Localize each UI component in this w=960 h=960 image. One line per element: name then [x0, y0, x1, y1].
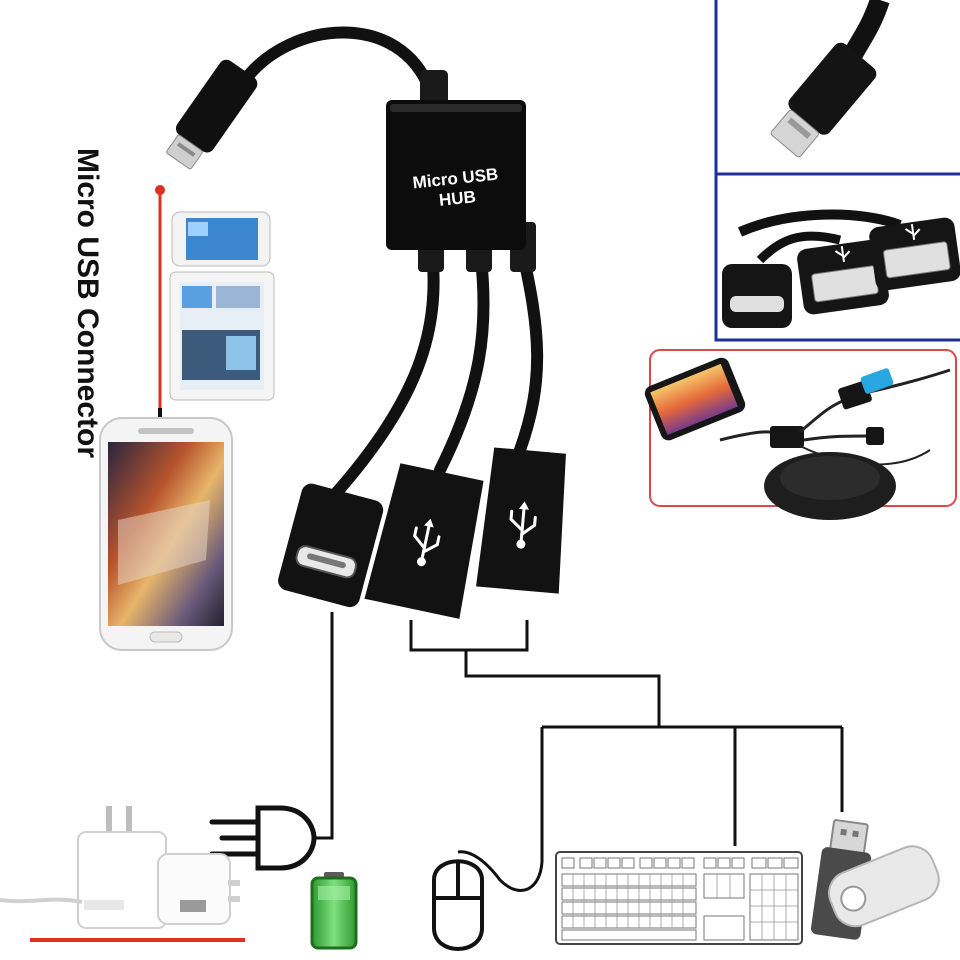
mouse-icon [432, 859, 484, 951]
phone-icon [171, 211, 271, 267]
plug-icon [209, 805, 317, 871]
connection-lines [314, 612, 844, 892]
micro-usb-connector-label: Micro USB Connector [71, 148, 104, 458]
wall-charger-icon [0, 806, 245, 942]
usb-port-2 [476, 447, 566, 594]
hub-cables [239, 26, 544, 506]
micro-usb-hub: Micro USB HUB [386, 100, 526, 250]
micro-usb-female-port [278, 483, 384, 608]
usb-symbol-icon [509, 501, 537, 549]
usb-symbol-icon [413, 518, 441, 567]
micro-usb-plug [166, 59, 258, 170]
inset-ports-closeup [714, 172, 960, 342]
inset-usage-photo [644, 349, 957, 520]
smartphone [99, 417, 233, 651]
flash-drive-icon [810, 819, 940, 940]
tablet-icon [169, 271, 275, 401]
red-guide-dot [155, 185, 165, 195]
usb-port-1 [364, 463, 484, 619]
battery-icon [310, 872, 358, 950]
keyboard-icon [555, 851, 803, 945]
hub-label-line2: HUB [438, 187, 477, 210]
inset-micro-usb-plug [714, 0, 960, 176]
